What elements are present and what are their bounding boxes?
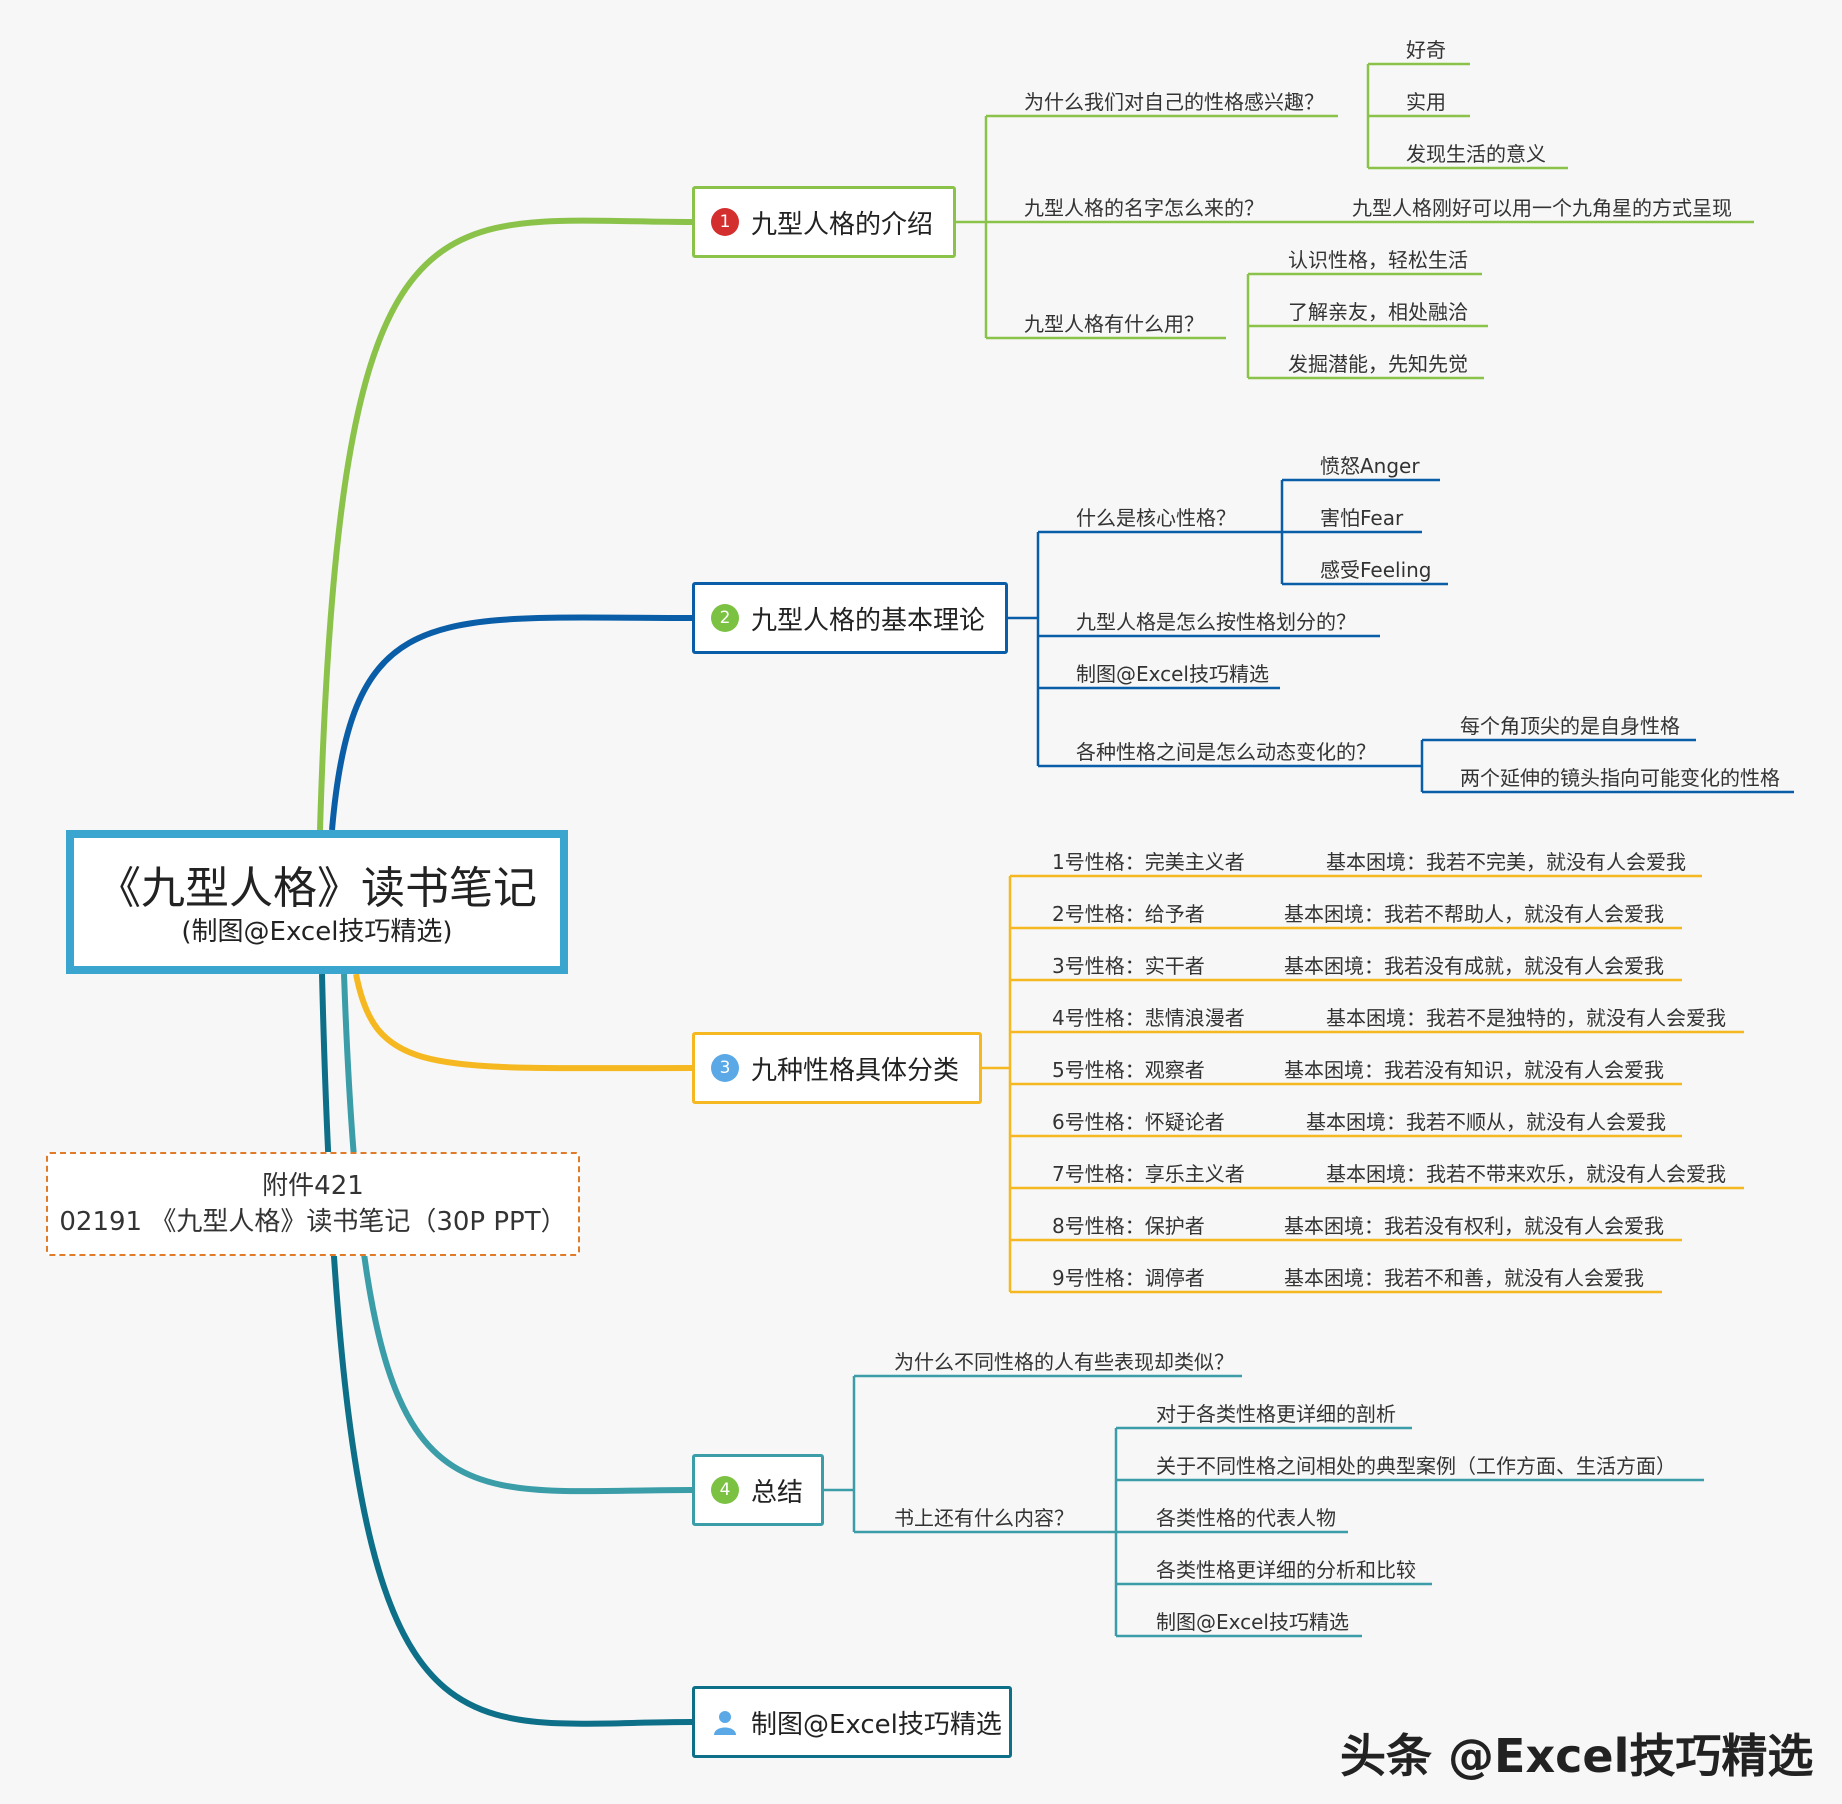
root-subtitle: (制图@Excel技巧精选) — [181, 917, 453, 947]
root-title: 《九型人格》读书笔记 — [97, 863, 537, 914]
branch-curve-1 — [317, 217, 693, 831]
child-topic[interactable]: 1号性格：完美主义者 — [1052, 850, 1245, 874]
child-topic[interactable]: 为什么不同性格的人有些表现却类似？ — [894, 1350, 1234, 1374]
branch-node-2[interactable]: 2 九型人格的基本理论 — [692, 582, 1008, 654]
child-topic[interactable]: 4号性格：悲情浪漫者 — [1052, 1006, 1245, 1030]
bracket-4 — [824, 1376, 856, 1532]
grandchild-topic[interactable]: 关于不同性格之间相处的典型案例（工作方面、生活方面） — [1156, 1454, 1676, 1478]
branch-curve-5 — [319, 973, 693, 1727]
person-icon — [711, 1708, 739, 1736]
grandchild-topic[interactable]: 基本困境：我若没有权利，就没有人会爱我 — [1284, 1214, 1664, 1238]
grandchild-topic[interactable]: 每个角顶尖的是自身性格 — [1460, 714, 1680, 738]
grandchild-topic[interactable]: 九型人格刚好可以用一个九角星的方式呈现 — [1352, 196, 1732, 220]
number-badge-icon: 1 — [711, 208, 739, 236]
grandchild-topic[interactable]: 愤怒Anger — [1320, 454, 1420, 478]
branch-label: 九种性格具体分类 — [751, 1055, 960, 1086]
grandchild-topic[interactable]: 发现生活的意义 — [1406, 142, 1546, 166]
grandchild-topic[interactable]: 各类性格的代表人物 — [1156, 1506, 1336, 1530]
branch-curve-3 — [353, 973, 693, 1072]
child-topic[interactable]: 九型人格是怎么按性格划分的？ — [1076, 610, 1356, 634]
branch-label: 制图@Excel技巧精选 — [751, 1709, 1002, 1740]
attachment-note[interactable]: 附件421 02191 《九型人格》读书笔记（30P PPT） — [46, 1152, 580, 1256]
grandchild-topic[interactable]: 基本困境：我若不带来欢乐，就没有人会爱我 — [1326, 1162, 1726, 1186]
grandchild-topic[interactable]: 各类性格更详细的分析和比较 — [1156, 1558, 1416, 1582]
number-badge-icon: 2 — [711, 604, 739, 632]
branch-label: 九型人格的基本理论 — [751, 605, 986, 636]
grandchild-topic[interactable]: 了解亲友，相处融洽 — [1288, 300, 1468, 324]
child-topic[interactable]: 6号性格：怀疑论者 — [1052, 1110, 1225, 1134]
attachment-line2: 02191 《九型人格》读书笔记（30P PPT） — [59, 1207, 567, 1237]
branch-label: 总结 — [751, 1477, 804, 1508]
grandchild-topic[interactable]: 基本困境：我若没有成就，就没有人会爱我 — [1284, 954, 1664, 978]
spacer-line — [322, 974, 692, 1722]
grandchild-topic[interactable]: 基本困境：我若不顺从，就没有人会爱我 — [1306, 1110, 1666, 1134]
bracket-3 — [982, 876, 1012, 1292]
grandchild-topic[interactable]: 认识性格，轻松生活 — [1288, 248, 1468, 272]
grandchild-topic[interactable]: 制图@Excel技巧精选 — [1156, 1610, 1349, 1634]
child-topic[interactable]: 九型人格的名字怎么来的？ — [1024, 196, 1264, 220]
bracket-1 — [956, 116, 988, 338]
child-topic[interactable]: 为什么我们对自己的性格感兴趣？ — [1024, 90, 1324, 114]
child-topic[interactable]: 2号性格：给予者 — [1052, 902, 1205, 926]
grandchild-topic[interactable]: 基本困境：我若不帮助人，就没有人会爱我 — [1284, 902, 1664, 926]
child-topic[interactable]: 7号性格：享乐主义者 — [1052, 1162, 1245, 1186]
branch-node-1[interactable]: 1 九型人格的介绍 — [692, 186, 956, 258]
child-topic[interactable]: 九型人格有什么用？ — [1024, 312, 1204, 336]
grandchild-topic[interactable]: 好奇 — [1406, 38, 1446, 62]
grandchild-topic[interactable]: 基本困境：我若不和善，就没有人会爱我 — [1284, 1266, 1644, 1290]
grandchild-topic[interactable]: 对于各类性格更详细的剖析 — [1156, 1402, 1396, 1426]
bracket-2 — [1008, 532, 1040, 766]
branch-label: 九型人格的介绍 — [751, 209, 934, 240]
grandchild-topic[interactable]: 实用 — [1406, 90, 1446, 114]
branch-node-4[interactable]: 4 总结 — [692, 1454, 824, 1526]
grandchild-topic[interactable]: 基本困境：我若没有知识，就没有人会爱我 — [1284, 1058, 1664, 1082]
number-badge-icon: 4 — [711, 1476, 739, 1504]
child-topic[interactable]: 9号性格：调停者 — [1052, 1266, 1205, 1290]
child-topic[interactable]: 5号性格：观察者 — [1052, 1058, 1205, 1082]
child-topic[interactable]: 书上还有什么内容？ — [894, 1506, 1074, 1530]
root-node[interactable]: 《九型人格》读书笔记 (制图@Excel技巧精选) — [66, 830, 568, 974]
watermark: 头条 @Excel技巧精选 — [1340, 1729, 1814, 1783]
child-topic[interactable]: 什么是核心性格？ — [1076, 506, 1236, 530]
person-shape — [714, 1711, 736, 1735]
branch-curve-2 — [329, 614, 693, 831]
branch-node-5[interactable]: 制图@Excel技巧精选 — [692, 1686, 1012, 1758]
grandchild-topic[interactable]: 基本困境：我若不是独特的，就没有人会爱我 — [1326, 1006, 1726, 1030]
grandchild-topic[interactable]: 基本困境：我若不完美，就没有人会爱我 — [1326, 850, 1686, 874]
attachment-line1: 附件421 — [262, 1171, 364, 1201]
child-topic[interactable]: 制图@Excel技巧精选 — [1076, 662, 1269, 686]
grandchild-topic[interactable]: 两个延伸的镜头指向可能变化的性格 — [1460, 766, 1780, 790]
grandchild-topic[interactable]: 发掘潜能，先知先觉 — [1288, 352, 1468, 376]
child-topic[interactable]: 各种性格之间是怎么动态变化的？ — [1076, 740, 1376, 764]
number-badge-icon: 3 — [711, 1054, 739, 1082]
child-topic[interactable]: 3号性格：实干者 — [1052, 954, 1205, 978]
branch-node-3[interactable]: 3 九种性格具体分类 — [692, 1032, 982, 1104]
grandchild-topic[interactable]: 害怕Fear — [1320, 506, 1404, 530]
grandchild-topic[interactable]: 感受Feeling — [1320, 558, 1432, 582]
child-topic[interactable]: 8号性格：保护者 — [1052, 1214, 1205, 1238]
